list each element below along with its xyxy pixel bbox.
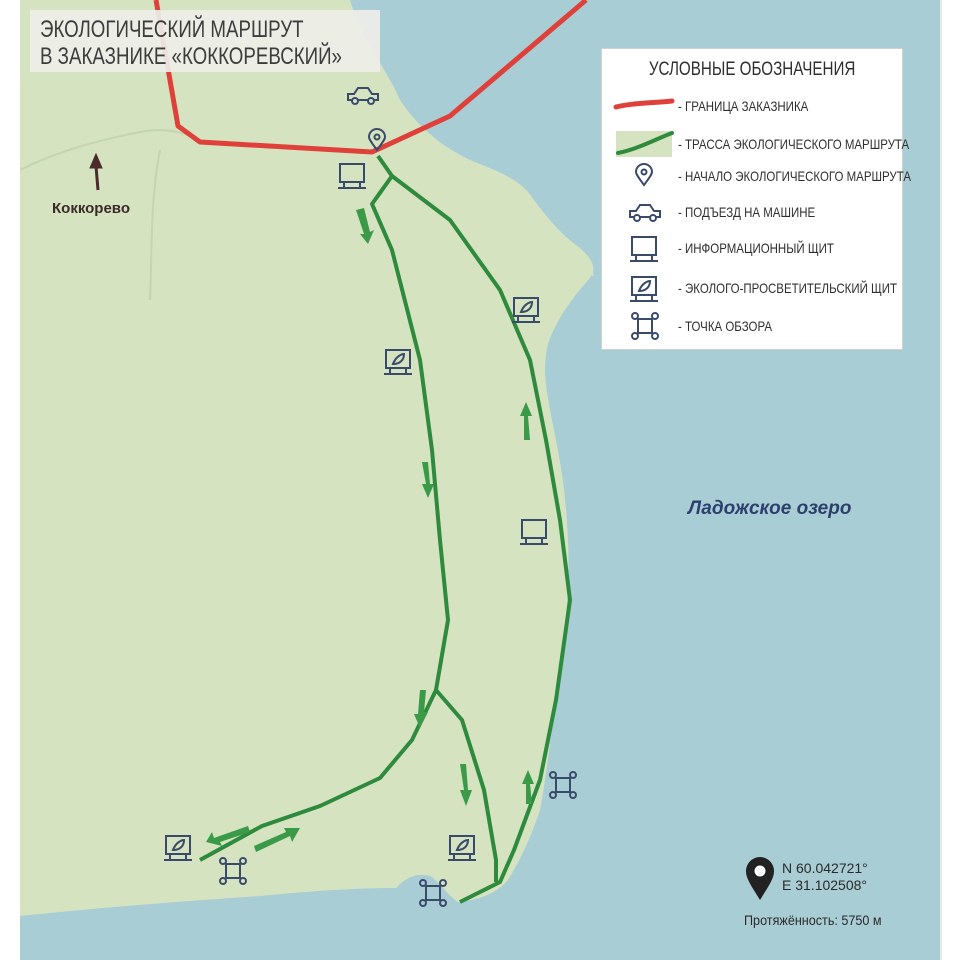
car-icon: [629, 204, 661, 222]
map-title-line-2: В ЗАКАЗНИКЕ «КОККОРЕВСКИЙ»: [40, 43, 342, 70]
legend-item-eco: - ЭКОЛОГО-ПРОСВЕТИТЕЛЬСКИЙ ЩИТ: [602, 273, 902, 303]
route-west: [199, 154, 450, 862]
info-board-icon: [338, 163, 366, 189]
legend-label: - ТРАССА ЭКОЛОГИЧЕСКОГО МАРШРУТА: [678, 136, 910, 152]
coordinates: N 60.042721° E 31.102508°: [782, 860, 868, 894]
location-pin-icon: [367, 128, 387, 152]
location-pin-icon: [634, 163, 654, 187]
viewpoint-icon: [631, 312, 659, 340]
legend: УСЛОВНЫЕ ОБОЗНАЧЕНИЯ - ГРАНИЦА ЗАКАЗНИКА…: [601, 48, 911, 350]
island: [556, 254, 594, 276]
map-title-box: ЭКОЛОГИЧЕСКИЙ МАРШРУТ В ЗАКАЗНИКЕ «КОККО…: [30, 10, 380, 72]
longitude: E 31.102508°: [782, 877, 868, 893]
legend-label: - НАЧАЛО ЭКОЛОГИЧЕСКОГО МАРШРУТА: [678, 168, 911, 184]
legend-item-info: - ИНФОРМАЦИОННЫЙ ЩИТ: [602, 233, 902, 263]
legend-label: - ТОЧКА ОБЗОРА: [678, 318, 772, 334]
legend-label: - ГРАНИЦА ЗАКАЗНИКА: [678, 98, 809, 114]
boundary-line-icon: [613, 98, 675, 110]
land-area: [20, 0, 594, 916]
viewpoint-icon: [419, 879, 447, 907]
legend-item-boundary: - ГРАНИЦА ЗАКАЗНИКА: [602, 91, 902, 121]
right-border: [940, 0, 942, 960]
route-line-icon: [616, 131, 674, 157]
legend-item-car: - ПОДЪЕЗД НА МАШИНЕ: [602, 197, 902, 227]
eco-board-icon: [512, 297, 540, 323]
location-pin-icon: [746, 857, 774, 900]
legend-item-route: - ТРАССА ЭКОЛОГИЧЕСКОГО МАРШРУТА: [602, 129, 909, 159]
north-arrow-icon: [89, 152, 103, 191]
viewpoint-icon: [549, 771, 577, 799]
map-title-line-1: ЭКОЛОГИЧЕСКИЙ МАРШРУТ: [40, 16, 304, 43]
road: [149, 149, 161, 301]
route-link: [434, 688, 498, 882]
village-label: Коккорево: [52, 200, 130, 217]
legend-label: - ЭКОЛОГО-ПРОСВЕТИТЕЛЬСКИЙ ЩИТ: [678, 280, 898, 296]
viewpoint-icon: [219, 857, 247, 885]
route-length: Протяжённость: 5750 м: [744, 912, 882, 928]
legend-item-start: - НАЧАЛО ЭКОЛОГИЧЕСКОГО МАРШРУТА: [602, 161, 911, 191]
info-board-icon: [520, 519, 548, 545]
car-icon: [347, 87, 379, 105]
legend-item-viewpoint: - ТОЧКА ОБЗОРА: [602, 311, 902, 341]
info-board-icon: [630, 236, 658, 262]
lake-label: Ладожское озеро: [688, 498, 852, 519]
route-east: [390, 174, 572, 904]
road: [20, 129, 201, 171]
legend-title: УСЛОВНЫЕ ОБОЗНАЧЕНИЯ: [648, 59, 856, 80]
eco-board-icon: [448, 835, 476, 861]
eco-board-icon: [384, 349, 412, 375]
reserve-boundary: [153, 0, 588, 155]
direction-arrow: [206, 208, 534, 852]
latitude: N 60.042721°: [782, 860, 868, 876]
legend-label: - ИНФОРМАЦИОННЫЙ ЩИТ: [678, 240, 834, 256]
eco-board-icon: [164, 835, 192, 861]
eco-board-icon: [630, 276, 658, 302]
legend-label: - ПОДЪЕЗД НА МАШИНЕ: [678, 204, 816, 220]
